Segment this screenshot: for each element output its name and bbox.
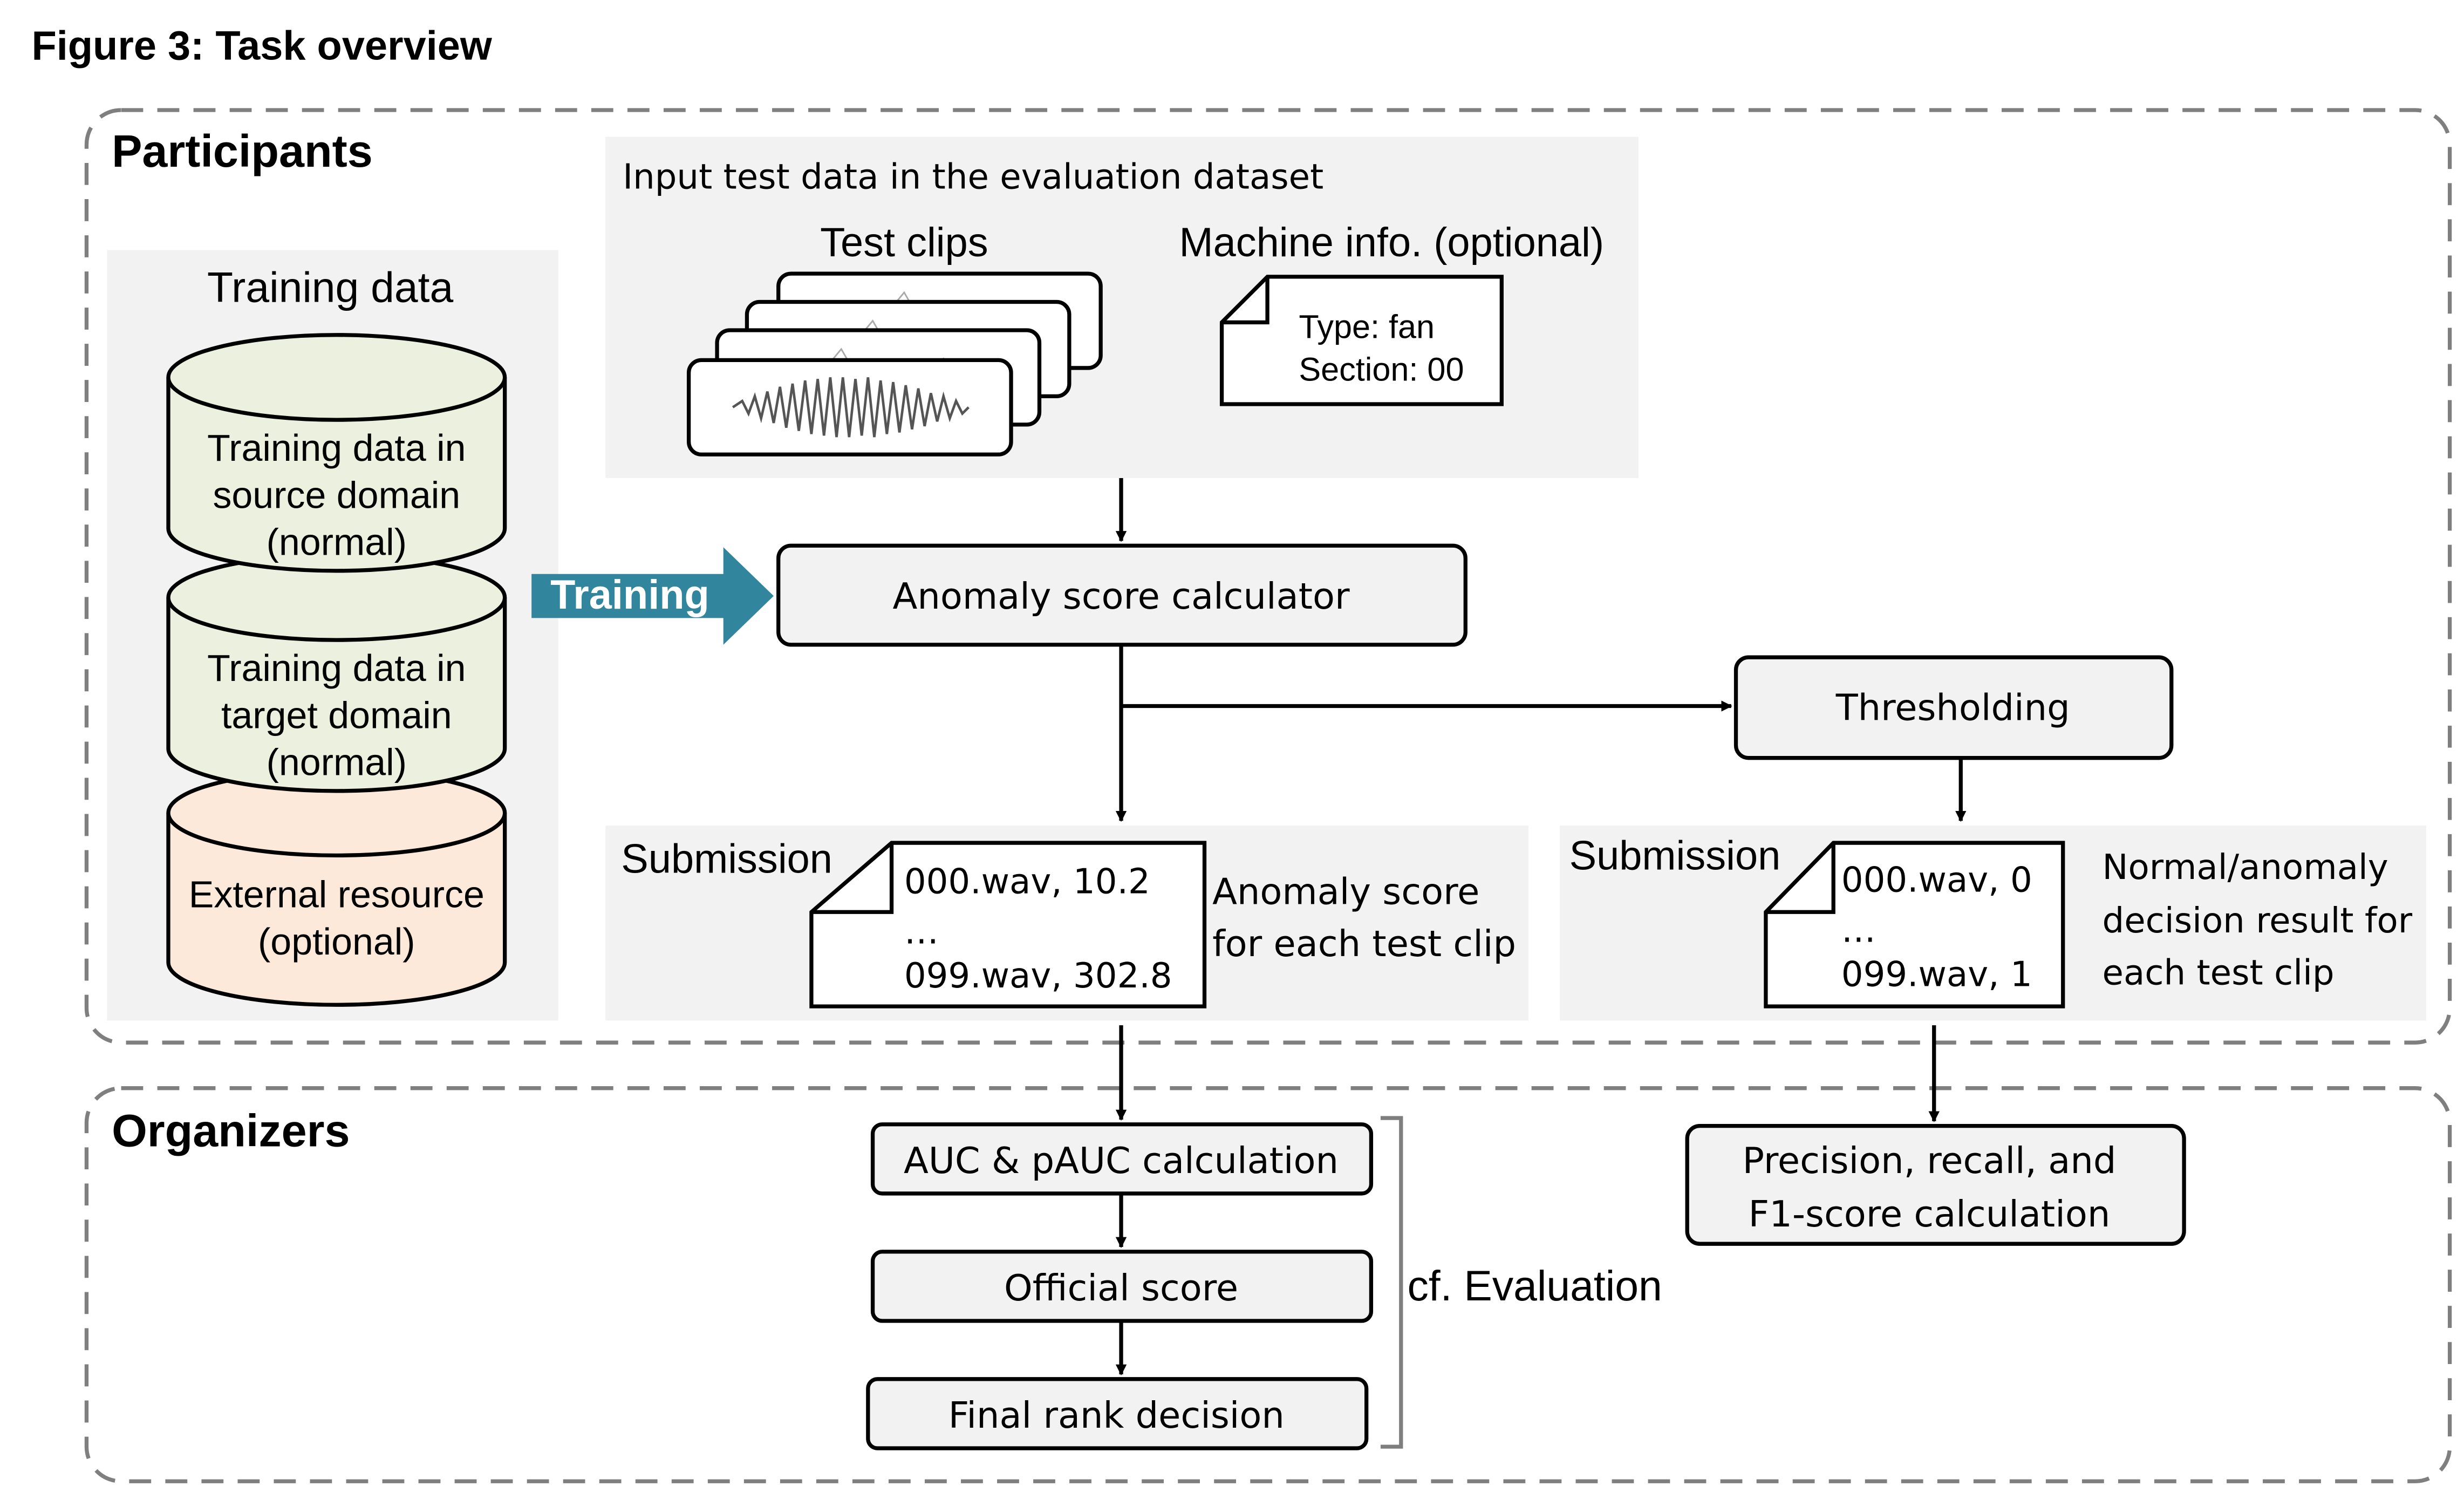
evaluation-bracket xyxy=(1380,1116,1403,1449)
external-resource-line-1: External resource xyxy=(189,874,484,916)
source-domain-cylinder: Training data in source domain (normal) xyxy=(166,333,507,573)
submission-scores-document: 000.wav, 10.2 … 099.wav, 302.8 xyxy=(809,841,1207,1008)
submission-scores-title: Submission xyxy=(621,836,832,882)
figure-title: Figure 3: Task overview xyxy=(31,23,492,69)
decision-line-ellipsis: … xyxy=(1841,910,1876,951)
scores-caption-line-1: Anomaly score xyxy=(1212,871,1479,913)
training-arrow: Training xyxy=(531,547,774,645)
precision-recall-line-2: F1-score calculation xyxy=(1749,1193,2111,1235)
test-clips-stack xyxy=(686,271,1103,456)
score-line-ellipsis: … xyxy=(904,912,939,952)
thresholding-box xyxy=(1733,655,2174,760)
decision-line-last: 099.wav, 1 xyxy=(1841,954,2032,994)
machine-section-line: Section: 00 xyxy=(1299,351,1464,387)
score-line-first: 000.wav, 10.2 xyxy=(904,861,1150,902)
waveform-icon xyxy=(732,377,970,438)
organizers-label: Organizers xyxy=(112,1105,350,1156)
anomaly-score-calculator-label: Anomaly score calculator xyxy=(893,575,1350,617)
thresholding-label: Thresholding xyxy=(1835,687,2070,729)
target-domain-line-3: (normal) xyxy=(267,741,407,783)
official-score-label: Official score xyxy=(1004,1267,1238,1309)
participants-frame xyxy=(84,108,2452,1045)
machine-info-document: Type: fan Section: 00 xyxy=(1219,275,1504,406)
target-domain-line-1: Training data in xyxy=(207,647,466,689)
target-domain-line-2: target domain xyxy=(221,694,452,736)
decisions-caption-line-1: Normal/anomaly xyxy=(2103,847,2388,888)
decisions-caption-line-2: decision result for xyxy=(2103,901,2413,941)
source-domain-line-2: source domain xyxy=(213,474,460,516)
target-domain-cylinder: Training data in target domain (normal) xyxy=(166,553,507,793)
external-resource-line-2: (optional) xyxy=(258,921,415,963)
organizers-frame xyxy=(84,1086,2452,1483)
test-clip-card-front xyxy=(686,358,1013,456)
input-test-data-title: Input test data in the evaluation datase… xyxy=(623,157,1323,197)
evaluation-label: cf. Evaluation xyxy=(1407,1262,1662,1310)
decisions-caption-line-3: each test clip xyxy=(2103,952,2335,993)
source-domain-line-1: Training data in xyxy=(207,427,466,469)
source-domain-line-3: (normal) xyxy=(267,521,407,563)
external-resource-cylinder: External resource (optional) xyxy=(166,768,507,1007)
machine-info-label: Machine info. (optional) xyxy=(1179,220,1605,265)
final-rank-label: Final rank decision xyxy=(948,1394,1285,1436)
precision-recall-box xyxy=(1685,1123,2186,1246)
machine-type-line: Type: fan xyxy=(1299,309,1435,345)
scores-caption-line-2: for each test clip xyxy=(1212,923,1516,965)
final-rank-box xyxy=(866,1377,1369,1450)
participants-label: Participants xyxy=(112,125,373,176)
test-clips-label: Test clips xyxy=(820,220,988,265)
decision-line-first: 000.wav, 0 xyxy=(1841,860,2032,900)
score-line-last: 099.wav, 302.8 xyxy=(904,956,1172,996)
training-data-title: Training data xyxy=(207,264,454,311)
submission-decisions-document: 000.wav, 0 … 099.wav, 1 xyxy=(1764,841,2065,1008)
precision-recall-line-1: Precision, recall, and xyxy=(1743,1140,2117,1182)
training-arrow-label: Training xyxy=(550,572,709,618)
submission-decisions-title: Submission xyxy=(1569,833,1781,879)
auc-pauc-label: AUC & pAUC calculation xyxy=(904,1140,1339,1182)
